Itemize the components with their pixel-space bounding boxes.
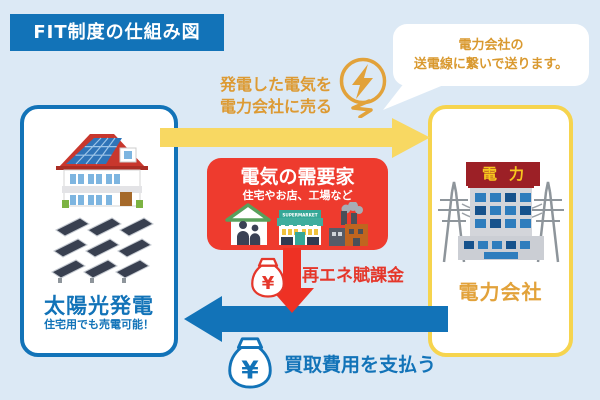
levy-yen-symbol: ¥ bbox=[262, 273, 275, 294]
consumer-icons: SUPERMARKET bbox=[225, 202, 368, 246]
power-company-box bbox=[428, 105, 573, 357]
solar-box-subtitle: 住宅用でも売電可能！ bbox=[44, 318, 154, 331]
lightning-bolt bbox=[352, 64, 373, 99]
consumer-box-subtitle: 住宅やお店、工場など bbox=[242, 189, 353, 202]
supermarket-icon: SUPERMARKET bbox=[277, 210, 323, 245]
power-box-title: 電力会社 bbox=[458, 280, 543, 304]
page-title: FIT制度の仕組み図 bbox=[10, 14, 224, 51]
sell-flow-line1: 発電した電気を bbox=[219, 75, 332, 94]
family-house-icon bbox=[225, 203, 271, 245]
lightning-icon bbox=[339, 57, 387, 118]
solar-array-icon bbox=[51, 217, 154, 283]
speech-bubble: 電力会社の 送電線に繋いで送ります。 bbox=[393, 24, 589, 86]
solar-panel-roof bbox=[66, 138, 122, 164]
supermarket-sign-text: SUPERMARKET bbox=[282, 213, 317, 218]
pay-arrow-left bbox=[184, 296, 448, 342]
pay-label: 買取費用を支払う bbox=[284, 354, 437, 376]
sell-arrow-right bbox=[160, 118, 430, 158]
power-company-sign: 電力 bbox=[466, 162, 540, 186]
pay-money-bag-icon: ¥ bbox=[228, 337, 272, 389]
consumer-box-title: 電気の需要家 bbox=[240, 166, 355, 188]
sell-flow-line2: 電力会社に売る bbox=[219, 97, 332, 116]
levy-money-bag-icon: ¥ bbox=[251, 257, 285, 298]
solar-house-icon bbox=[56, 134, 148, 208]
sell-flow-label: 発電した電気を 電力会社に売る bbox=[205, 74, 347, 118]
pay-yen-symbol: ¥ bbox=[241, 355, 259, 384]
solar-box-title: 太陽光発電 bbox=[44, 294, 154, 318]
speech-bubble-line2: 送電線に繋いで送ります。 bbox=[413, 57, 569, 72]
factory-icon bbox=[329, 202, 368, 246]
levy-label: 再エネ賦課金 bbox=[302, 266, 404, 286]
speech-bubble-line1: 電力会社の bbox=[458, 38, 524, 53]
